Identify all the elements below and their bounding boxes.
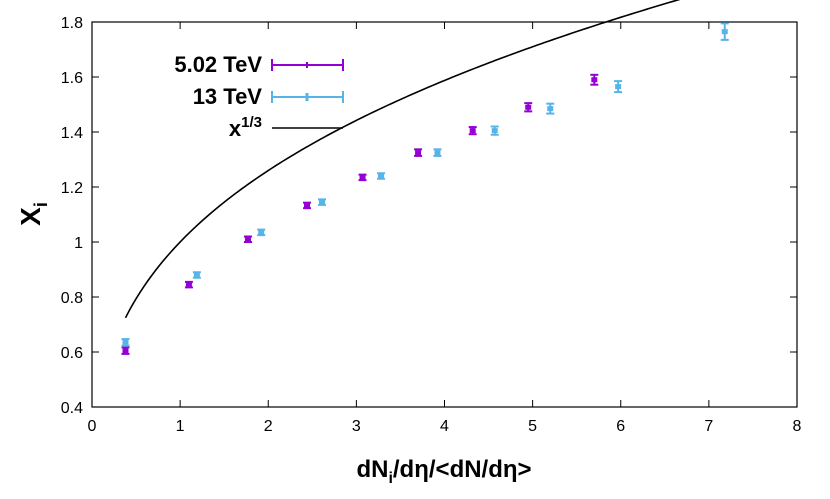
marker-5tev bbox=[244, 236, 251, 242]
marker-5tev bbox=[469, 128, 476, 134]
y-tick-label: 0.6 bbox=[61, 345, 83, 362]
marker-13tev bbox=[378, 173, 385, 179]
x-tick-label: 1 bbox=[176, 418, 185, 435]
data-point-5tev bbox=[184, 280, 193, 289]
data-point-13tev bbox=[433, 148, 442, 157]
x-tick-label: 3 bbox=[352, 418, 361, 435]
marker-5tev bbox=[122, 348, 129, 354]
data-point-13tev bbox=[257, 228, 266, 237]
data-point-13tev bbox=[720, 22, 729, 41]
y-axis-title: Xi bbox=[15, 202, 51, 226]
data-point-5tev bbox=[358, 173, 367, 182]
legend-label-5tev: 5.02 TeV bbox=[174, 52, 262, 77]
marker-5tev bbox=[525, 104, 532, 110]
y-tick-label: 0.8 bbox=[61, 290, 83, 307]
legend: 5.02 TeV 13 TeV x1/3 bbox=[174, 52, 344, 141]
x-tick-label: 7 bbox=[704, 418, 713, 435]
y-tick-label: 1.6 bbox=[61, 70, 83, 87]
y-tick-label: 1.2 bbox=[61, 180, 83, 197]
x-tick-label: 4 bbox=[440, 418, 449, 435]
x-axis-title: dNi/dη/<dN/dη> bbox=[356, 456, 531, 487]
marker-5tev bbox=[185, 282, 192, 288]
data-point-13tev bbox=[546, 102, 555, 115]
marker-5tev bbox=[304, 202, 311, 208]
y-tick-label: 0.4 bbox=[61, 400, 83, 417]
marker-13tev bbox=[193, 272, 200, 278]
data-point-13tev bbox=[318, 198, 327, 206]
marker-13tev bbox=[547, 106, 554, 112]
data-point-13tev bbox=[377, 172, 386, 180]
y-tick-label: 1 bbox=[74, 235, 83, 252]
data-point-13tev bbox=[192, 271, 201, 279]
data-points-group bbox=[121, 22, 729, 355]
y-tick-label: 1.4 bbox=[61, 125, 83, 142]
data-point-5tev bbox=[243, 235, 252, 243]
data-point-5tev bbox=[524, 102, 533, 113]
fit-curve-group bbox=[124, 0, 681, 319]
marker-13tev bbox=[491, 128, 498, 134]
marker-5tev bbox=[415, 150, 422, 156]
data-point-13tev bbox=[614, 80, 623, 94]
x-tick-label: 5 bbox=[528, 418, 537, 435]
data-point-5tev bbox=[414, 148, 423, 157]
marker-13tev bbox=[319, 199, 326, 205]
marker-13tev bbox=[434, 150, 441, 156]
data-point-5tev bbox=[121, 346, 130, 355]
marker-13tev bbox=[721, 29, 728, 35]
marker-13tev bbox=[258, 229, 265, 235]
data-point-5tev bbox=[303, 201, 312, 210]
marker-5tev bbox=[591, 77, 598, 83]
legend-label-13tev: 13 TeV bbox=[193, 84, 263, 109]
x-tick-label: 0 bbox=[88, 418, 97, 435]
axis-ticks: 0 1 2 3 4 5 6 7 8 0.4 0.6 0.8 1 1.2 1.4 1.6 1.8 bbox=[61, 15, 802, 435]
x-tick-label: 2 bbox=[264, 418, 273, 435]
y-tick-label: 1.8 bbox=[61, 15, 83, 32]
x-tick-label: 8 bbox=[793, 418, 802, 435]
fit-curve bbox=[124, 0, 681, 319]
data-point-13tev bbox=[121, 338, 130, 347]
marker-5tev bbox=[359, 174, 366, 180]
x-tick-label: 6 bbox=[616, 418, 625, 435]
marker-13tev bbox=[122, 339, 129, 345]
data-point-13tev bbox=[490, 125, 499, 136]
legend-label-fit: x1/3 bbox=[229, 114, 262, 141]
marker-13tev bbox=[615, 84, 622, 90]
data-point-5tev bbox=[590, 73, 599, 86]
data-point-5tev bbox=[468, 126, 477, 136]
